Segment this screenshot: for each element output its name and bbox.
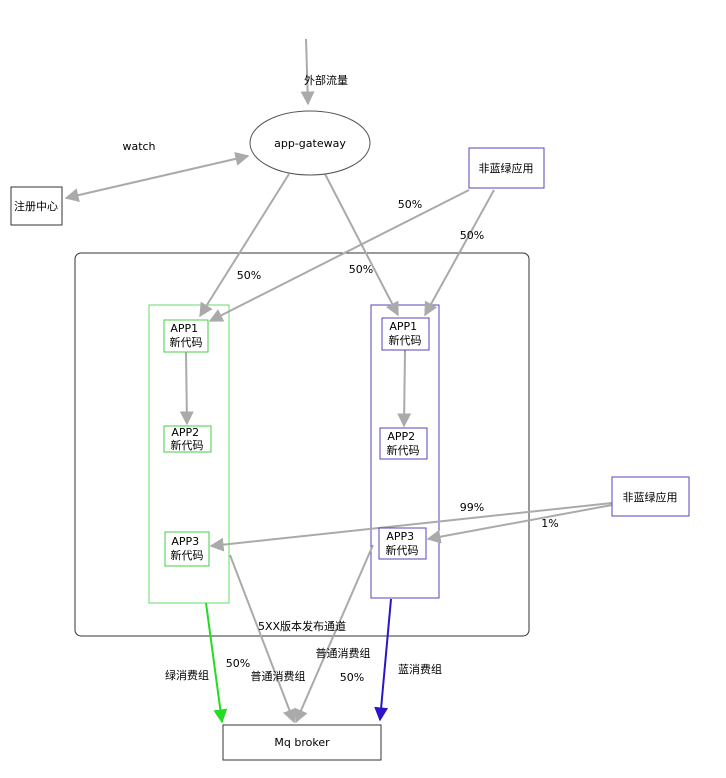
blue-app1-to-app2-arrow (397, 349, 412, 428)
green-consumer-arrow (205, 602, 228, 724)
blue-app3-to-mq-arrow (294, 544, 374, 724)
non-bluegreen-app-bottom-label: 非蓝绿应用 (623, 490, 678, 504)
blue-app2-sub: 新代码 (387, 443, 420, 457)
nbg-top-green-pct-label: 50% (398, 198, 422, 211)
nbg-top-blue-pct-label: 50% (460, 229, 484, 242)
registry-label: 注册中心 (14, 199, 58, 213)
app-gateway-node (249, 110, 371, 176)
svg-text:APP1 新代码: APP1 新代码 (389, 320, 422, 347)
external-traffic-label: 外部流量 (304, 73, 348, 87)
blue-group-box (370, 304, 440, 599)
nbg-top-to-blue-app1-arrow (424, 189, 495, 317)
green-app3-to-mq-arrow (229, 554, 297, 724)
green-app2-sub: 新代码 (171, 438, 204, 452)
blue-app2-name: APP2 (387, 430, 415, 443)
blue-app1-node (381, 317, 430, 351)
mq-broker-label: Mq broker (274, 736, 330, 749)
green-app1-to-app2-arrow (179, 351, 194, 426)
green-app1-name: APP1 (170, 322, 198, 335)
non-bluegreen-app-top-node (468, 147, 545, 189)
external-traffic-arrow (300, 38, 315, 106)
green-app1-node (163, 319, 209, 353)
nbg-bottom-green-pct-label: 99% (460, 501, 484, 514)
blue-app1-sub: 新代码 (389, 333, 422, 347)
svg-text:APP2 新代码: APP2 新代码 (171, 426, 204, 452)
svg-text:APP3 新代码: APP3 新代码 (386, 530, 419, 557)
watch-arrow (64, 152, 250, 202)
mq-left-pct-label: 50% (226, 657, 250, 670)
normal-consumer-right-label: 普通消费组 (316, 646, 371, 660)
registry-node (10, 186, 63, 226)
nbg-bottom-to-blue-app3-arrow (426, 504, 613, 544)
mq-right-pct-label: 50% (340, 671, 364, 684)
blue-app2-node (379, 427, 428, 460)
normal-consumer-left-label: 普通消费组 (251, 669, 306, 683)
gateway-to-green-app1-arrow (199, 173, 290, 318)
gateway-green-pct-label: 50% (237, 269, 261, 282)
green-app2-node (163, 425, 212, 453)
green-group-box (148, 304, 230, 604)
nbg-top-to-green-app1-arrow (208, 189, 470, 322)
svg-text:APP2 新代码: APP2 新代码 (387, 430, 420, 457)
green-app2-name: APP2 (171, 426, 199, 439)
app-gateway-label: app-gateway (274, 137, 346, 150)
blue-app3-name: APP3 (386, 530, 414, 543)
release-channel-label: 5XX版本发布通道 (258, 619, 346, 633)
blue-app3-sub: 新代码 (386, 543, 419, 557)
blue-app1-name: APP1 (389, 320, 417, 333)
blue-consumer-label: 蓝消费组 (398, 662, 442, 676)
nbg-bottom-to-green-app3-arrow (209, 502, 613, 552)
blue-app3-node (378, 527, 427, 560)
green-app1-sub: 新代码 (170, 335, 203, 349)
watch-label: watch (122, 140, 155, 153)
release-channel-container (74, 252, 530, 637)
non-bluegreen-app-bottom-node (611, 476, 690, 517)
nbg-bottom-blue-pct-label: 1% (541, 517, 558, 530)
non-bluegreen-app-top-label: 非蓝绿应用 (479, 161, 534, 175)
green-app3-sub: 新代码 (171, 548, 204, 562)
green-app3-name: APP3 (171, 535, 199, 548)
gateway-blue-pct-label: 50% (349, 263, 373, 276)
green-consumer-label: 绿消费组 (165, 668, 209, 682)
svg-text:APP1 新代码: APP1 新代码 (170, 322, 203, 349)
green-app3-node (164, 531, 210, 567)
mq-broker-node (222, 724, 382, 761)
svg-text:APP3 新代码: APP3 新代码 (171, 535, 204, 562)
blue-consumer-arrow (374, 598, 392, 722)
